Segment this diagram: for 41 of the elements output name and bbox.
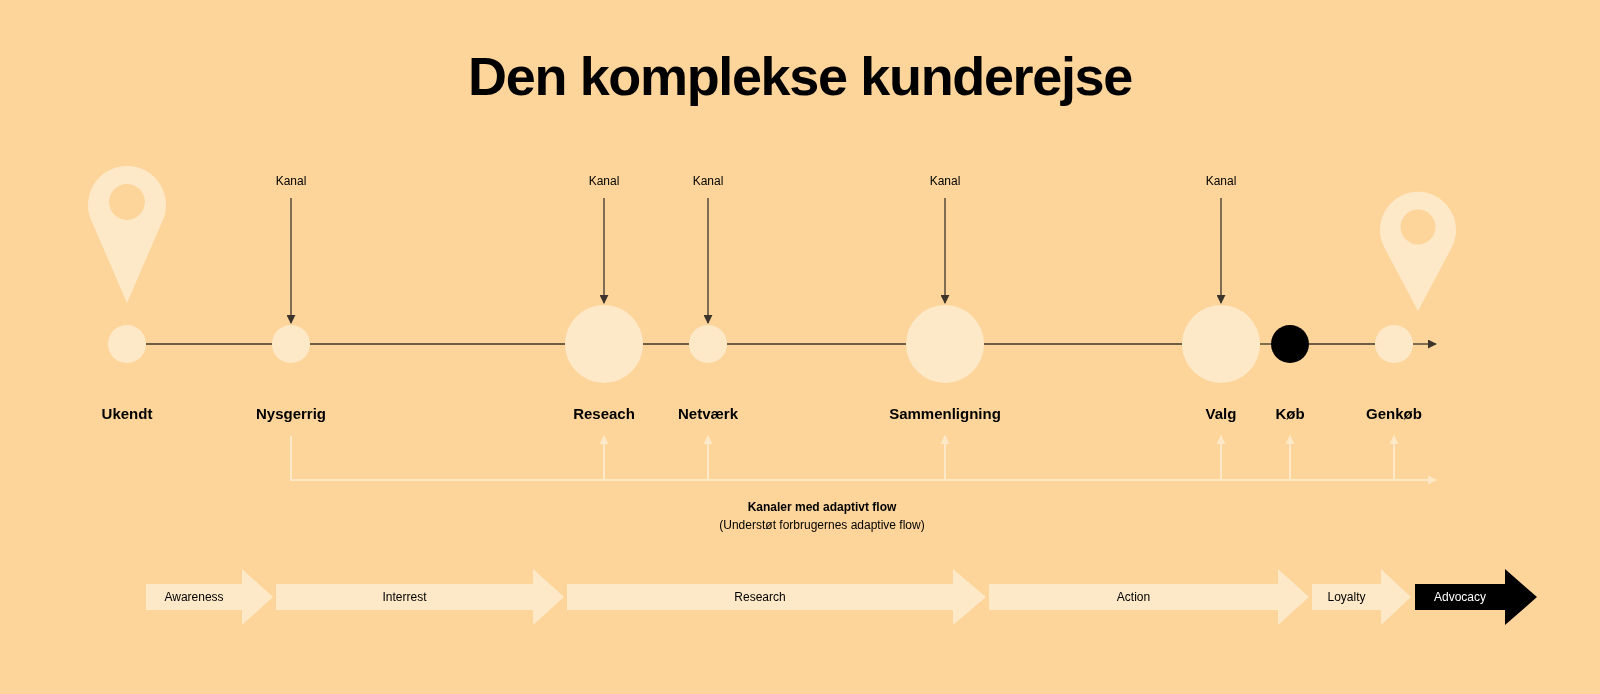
- flow-caption: (Understøt forbrugernes adaptive flow): [719, 517, 925, 534]
- timeline-line: [726, 343, 907, 345]
- stage-label: Interrest: [382, 589, 427, 605]
- stage-label: Awareness: [164, 589, 224, 605]
- arrow: [1216, 197, 1226, 304]
- stage-label: Advocacy: [1434, 589, 1486, 605]
- stage-banner: [276, 569, 564, 625]
- arrow: [286, 197, 296, 324]
- stage-banner: [1415, 569, 1537, 625]
- stage-label: Research: [734, 589, 786, 605]
- flow-caption: Kanaler med adaptivt flow: [747, 499, 897, 516]
- arrow: [1412, 339, 1437, 349]
- stage-banner: [567, 569, 986, 625]
- channel-label: Kanal: [588, 172, 620, 190]
- stop-label: Genkøb: [1366, 404, 1422, 424]
- channel-label: Kanal: [1205, 172, 1237, 190]
- title: Den komplekse kunderejse: [468, 45, 1132, 108]
- timeline-line: [642, 343, 690, 345]
- stage-banner: [146, 569, 273, 625]
- stop-label: Køb: [1275, 404, 1305, 424]
- stop-label: Valg: [1205, 404, 1237, 424]
- stop-label: Sammenligning: [889, 404, 1001, 424]
- stage-label: Loyalty: [1327, 589, 1366, 605]
- timeline-line: [983, 343, 1183, 345]
- arrow: [599, 197, 609, 304]
- stage-banner: [989, 569, 1309, 625]
- stage-banner: [1312, 569, 1411, 625]
- stage-label: Action: [1116, 589, 1151, 605]
- stop-label: Reseach: [573, 404, 635, 424]
- timeline-line: [145, 343, 273, 345]
- channel-label: Kanal: [929, 172, 961, 190]
- stop-label: Netværk: [678, 404, 738, 424]
- stop-label: Nysgerrig: [256, 404, 326, 424]
- timeline-line: [309, 343, 566, 345]
- arrow: [940, 197, 950, 304]
- timeline-line: [1259, 343, 1272, 345]
- channel-label: Kanal: [692, 172, 724, 190]
- stop-label: Ukendt: [101, 404, 153, 424]
- timeline-line: [1308, 343, 1376, 345]
- channel-label: Kanal: [275, 172, 307, 190]
- arrow: [703, 197, 713, 324]
